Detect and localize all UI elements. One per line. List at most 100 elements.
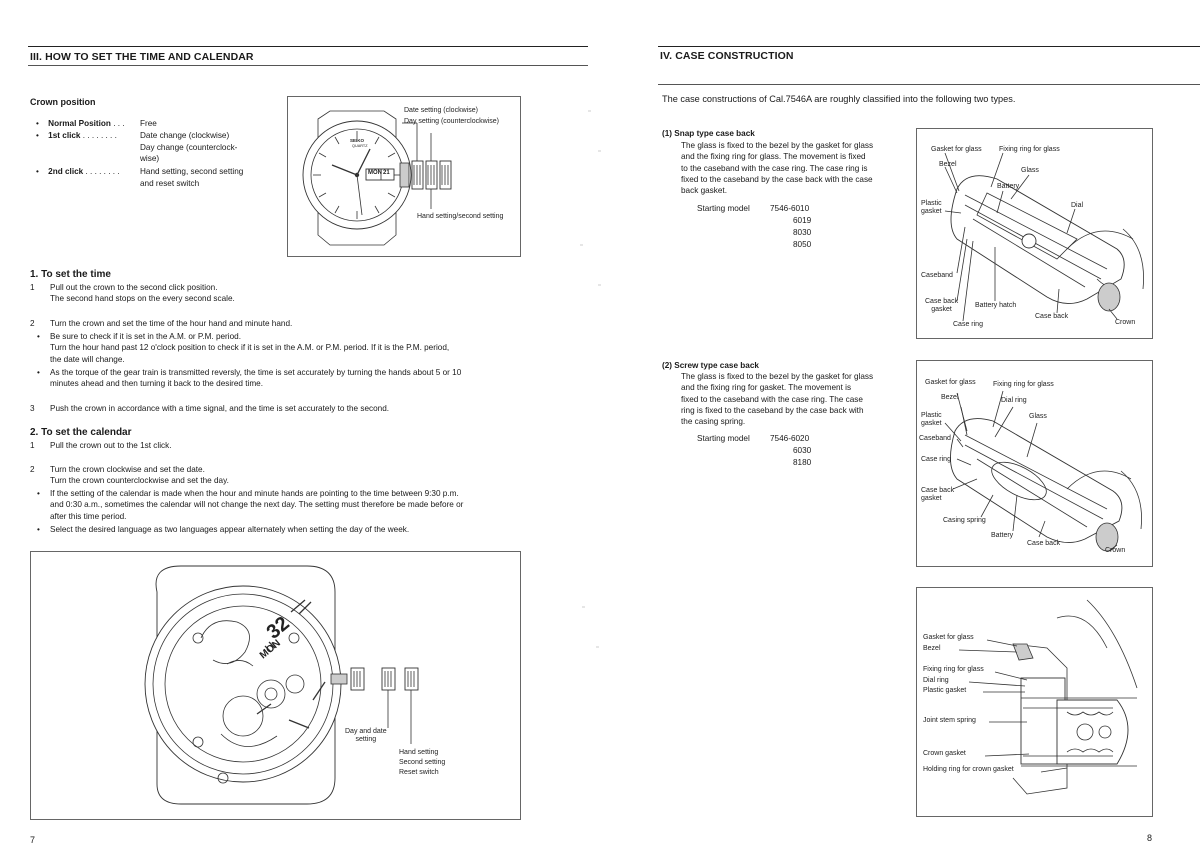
screw-label-casing-spring: Casing spring [943, 517, 986, 524]
bullet-dot: • [37, 489, 40, 498]
screw-case-drawing [944, 390, 1142, 552]
snap-label-case-back: Case back [1035, 313, 1069, 320]
screw-text: The glass is fixed to the bezel by the g… [681, 372, 874, 427]
screw-label-plastic-gasket: Plastic gasket [921, 412, 942, 428]
snap-model: 8050 [793, 240, 812, 249]
step-text: Pull the crown out to the 1st click. [50, 441, 172, 450]
scan-speck [598, 284, 601, 286]
snap-label-bezel: Bezel [939, 161, 957, 168]
scan-speck [596, 646, 599, 648]
snap-label-case-ring: Case ring [953, 321, 983, 328]
bullet-dot: • [37, 525, 40, 534]
screw-label-case-back: Case back [1027, 540, 1061, 547]
detail-label-joint-stem-spring: Joint stem spring [923, 717, 976, 724]
snap-label-battery-hatch: Battery hatch [975, 302, 1017, 309]
right-top-rule [658, 46, 1200, 47]
crown-row-key: 2nd click [48, 167, 84, 176]
label-hand-setting: Hand setting/second setting [417, 213, 504, 220]
snap-model: 8030 [793, 228, 812, 237]
movement-drawing [144, 565, 419, 805]
screw-label-glass: Glass [1029, 413, 1047, 420]
crown-row-normal: • Normal Position . . . [36, 119, 125, 128]
label-hand-second-reset: Hand setting Second setting Reset switch [399, 749, 446, 777]
page-number-left: 7 [30, 835, 36, 845]
scan-speck [582, 606, 585, 608]
scan-speck [580, 244, 583, 246]
date-window: 21 [383, 170, 390, 176]
bullet-text: Be sure to check if it is set in the A.M… [50, 332, 450, 364]
snap-model-label: Starting model [697, 204, 750, 213]
screw-model: 8180 [793, 458, 812, 467]
detail-label-plastic-gasket: Plastic gasket [923, 687, 967, 694]
crown-row-key: Normal Position [48, 119, 111, 128]
left-title-rule [28, 65, 588, 66]
day-window: MON [368, 170, 382, 176]
bullet-dot: • [37, 368, 40, 377]
bullet-dot: • [37, 332, 40, 341]
snap-case-drawing [944, 152, 1144, 322]
crown-row-dots: . . . [110, 119, 125, 128]
crown-detail-figure: Gasket for glass Bezel Fixing ring for g… [916, 587, 1153, 817]
label-day-setting: Day setting (counterclockwise) [404, 118, 499, 125]
snap-label-gasket-glass: Gasket for glass [931, 146, 982, 153]
crown-row-dots: . . . . . . . . [80, 131, 117, 140]
dial-sub: QUARTZ [352, 144, 368, 148]
label-day-date-setting: Day and date setting [345, 728, 387, 744]
screw-label-case-back-gasket: Case back gasket [921, 487, 955, 503]
dial-brand: SEIKO [350, 138, 365, 143]
set-calendar-heading: 2. To set the calendar [30, 427, 132, 438]
screw-label-battery: Battery [991, 532, 1014, 539]
detail-label-holding-ring: Holding ring for crown gasket [923, 766, 1014, 773]
screw-model: 6030 [793, 446, 812, 455]
label-date-setting: Date setting (clockwise) [404, 107, 478, 114]
right-section-title: IV. CASE CONSTRUCTION [660, 50, 794, 62]
snap-label-caseband: Caseband [921, 272, 953, 279]
screw-label-dial-ring: Dial ring [1001, 397, 1027, 404]
crown-row-value: Date change (clockwise) Day change (coun… [140, 131, 238, 164]
snap-label-case-back-gasket: Case back gasket [925, 298, 959, 314]
snap-text: The glass is fixed to the bezel by the g… [681, 141, 874, 196]
detail-label-bezel: Bezel [923, 645, 941, 652]
detail-label-fixing-ring: Fixing ring for glass [923, 666, 984, 673]
watch-drawing [302, 110, 452, 246]
crown-position-heading: Crown position [30, 97, 96, 107]
step-number: 3 [30, 404, 35, 413]
snap-model: 6019 [793, 216, 812, 225]
step-text: Push the crown in accordance with a time… [50, 404, 390, 413]
step-number: 1 [30, 441, 35, 450]
crown-row-value: Free [140, 119, 157, 128]
case-intro: The case constructions of Cal.7546A are … [662, 94, 1016, 104]
left-top-rule [28, 46, 588, 47]
set-time-heading: 1. To set the time [30, 269, 111, 280]
page-number-right: 8 [1147, 833, 1153, 843]
step-number: 1 [30, 283, 35, 292]
crown-row-dots: . . . . . . . . [83, 167, 120, 176]
movement-figure: 32 MON Day and date setting Hand setting… [30, 551, 521, 820]
crown-detail-drawing [958, 599, 1138, 795]
snap-label-plastic-gasket: Plastic gasket [921, 200, 942, 216]
bullet-text: Select the desired language as two langu… [50, 525, 410, 534]
screw-label-fixing-ring: Fixing ring for glass [993, 381, 1054, 388]
detail-label-crown-gasket: Crown gasket [923, 750, 966, 757]
step-text: Turn the crown and set the time of the h… [50, 319, 293, 328]
snap-label-dial: Dial [1071, 202, 1084, 209]
detail-label-gasket-glass: Gasket for glass [923, 634, 974, 641]
snap-heading: (1) Snap type case back [662, 129, 755, 138]
crown-row-2nd: • 2nd click . . . . . . . . [36, 167, 120, 176]
right-title-rule [658, 84, 1200, 85]
bullet-text: As the torque of the gear train is trans… [50, 368, 462, 389]
screw-case-figure: Gasket for glass Fixing ring for glass B… [916, 360, 1153, 567]
snap-label-fixing-ring: Fixing ring for glass [999, 146, 1060, 153]
screw-label-gasket-glass: Gasket for glass [925, 379, 976, 386]
crown-row-1st: • 1st click . . . . . . . . [36, 131, 117, 140]
scan-speck [598, 150, 601, 152]
crown-row-value: Hand setting, second setting and reset s… [140, 167, 244, 188]
step-number: 2 [30, 319, 35, 328]
detail-label-dial-ring: Dial ring [923, 677, 949, 684]
step-number: 2 [30, 465, 35, 474]
screw-label-case-ring: Case ring [921, 456, 951, 463]
scan-speck [588, 110, 591, 112]
screw-label-bezel: Bezel [941, 394, 959, 401]
screw-label-crown: Crown [1105, 547, 1126, 554]
screw-model: 7546-6020 [770, 434, 810, 443]
